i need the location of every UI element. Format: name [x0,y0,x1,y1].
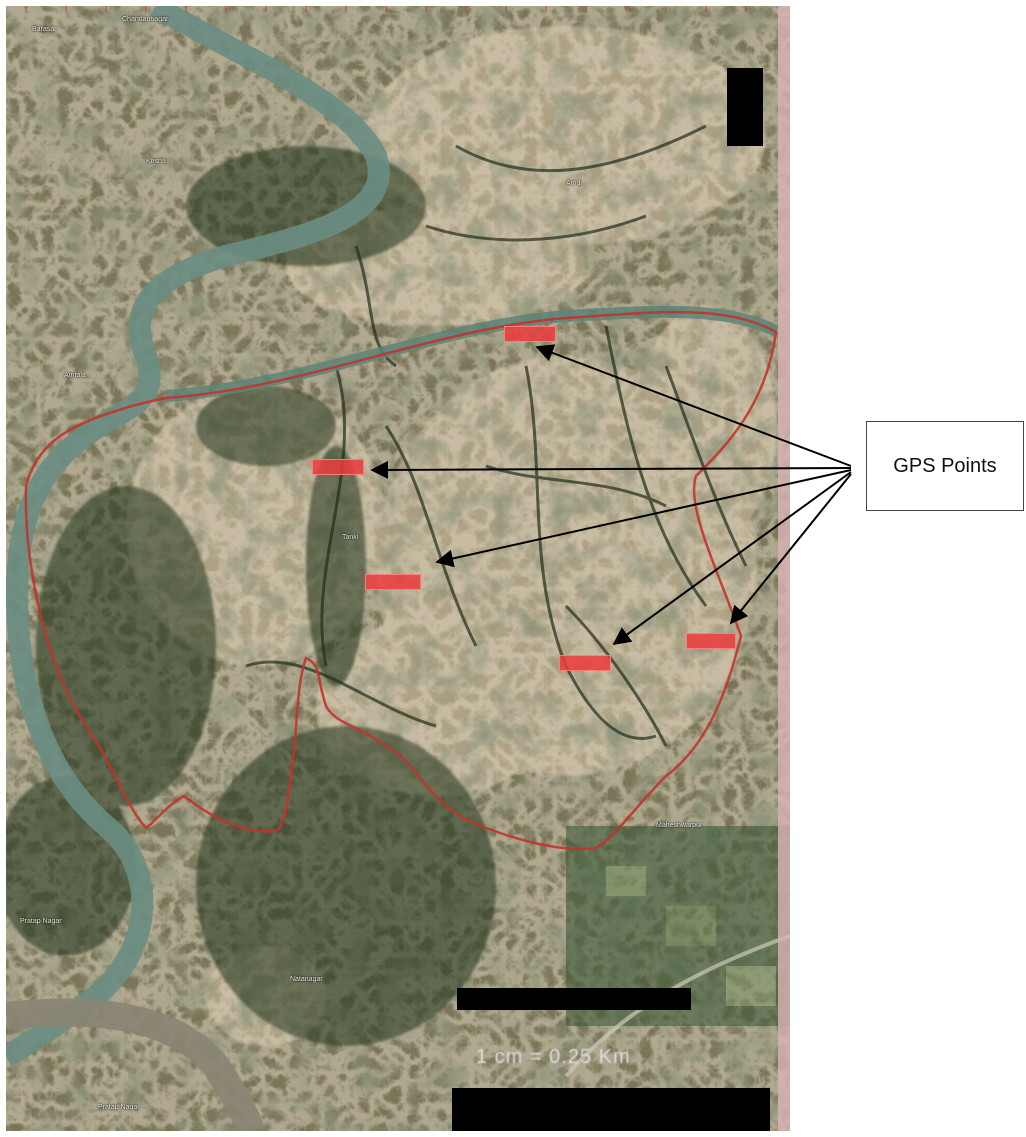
place-label-maheshwarpur: Maheshwarpur [656,822,703,829]
callout-label: GPS Points [893,454,997,477]
gps-marker-5[interactable] [686,633,736,649]
north-arrow-redaction [727,68,763,146]
gps-marker-1[interactable] [504,326,556,342]
frame-right [778,6,790,1131]
place-label-natanagar: Natanagar [290,976,323,983]
main-river [6,6,390,1066]
gps-marker-4[interactable] [559,655,611,671]
map-imagery [6,6,790,1131]
satellite-map[interactable]: Barasat Chandannagar Krisna Amdi Amtala … [6,6,790,1131]
place-label-chandannagar: Chandannagar [122,16,169,23]
legend-redaction [452,1088,770,1131]
place-label-krisna: Krisna [146,158,166,165]
scale-text: 1 cm = 0.25 Km [476,1046,631,1068]
gps-marker-3[interactable] [365,574,421,590]
lower-river [6,998,265,1131]
place-label-amdi: Amdi [566,180,582,187]
gps-points-callout: GPS Points [866,421,1024,511]
place-label-amtala: Amtala [64,372,86,379]
study-area-boundary [24,310,778,851]
place-label-barasat: Barasat [32,26,57,33]
frame-ticks-top [25,6,747,12]
place-label-pratap-nagar: Pratap Nagar [20,918,62,925]
place-label-pratap-nagar-2: Pratap Nagar [98,1104,140,1111]
gps-marker-2[interactable] [312,459,364,475]
scale-bar-redaction [457,988,691,1010]
vegetation-areas [6,146,496,1046]
place-label-tanki: Tanki [342,534,359,541]
